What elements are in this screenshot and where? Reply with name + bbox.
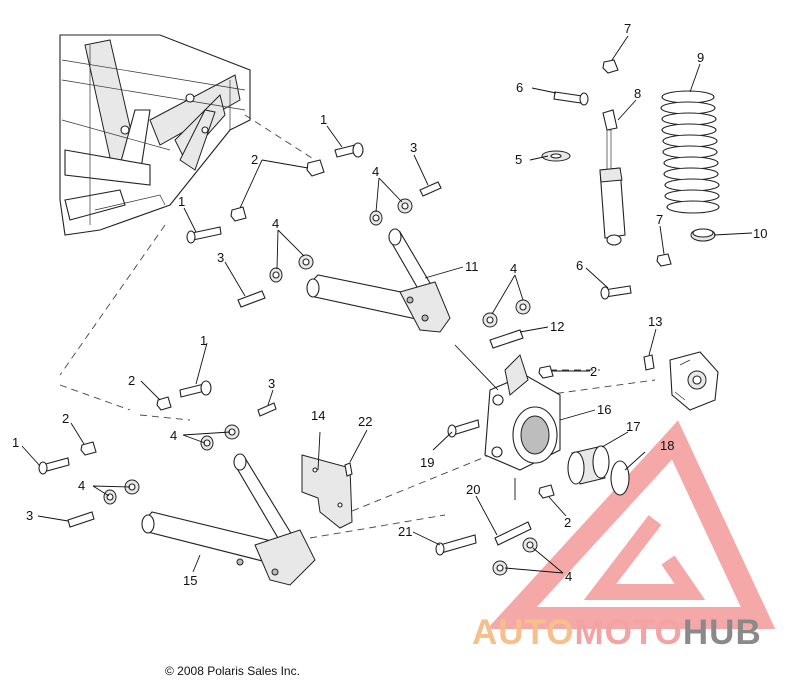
coil-spring <box>660 90 720 214</box>
callout-4-lower-left: 4 <box>170 428 177 443</box>
callout-7-top: 7 <box>624 21 631 36</box>
callout-15: 15 <box>183 573 197 588</box>
callout-16: 16 <box>597 402 611 417</box>
callout-10: 10 <box>753 226 767 241</box>
callout-19: 19 <box>420 455 434 470</box>
callout-2-mid: 2 <box>128 373 135 388</box>
watermark-moto: MOTO <box>574 613 683 652</box>
callout-1-top: 1 <box>320 112 327 127</box>
watermark-hub: HUB <box>682 613 762 652</box>
callout-2-top: 2 <box>251 152 258 167</box>
callout-6-top: 6 <box>516 80 523 95</box>
callout-1-mid: 1 <box>200 333 207 348</box>
callout-20: 20 <box>466 482 480 497</box>
guard-plate <box>301 454 353 529</box>
brake-caliper <box>669 351 719 411</box>
callout-8: 8 <box>634 86 641 101</box>
callout-18: 18 <box>660 438 674 453</box>
callout-12: 12 <box>550 319 564 334</box>
callout-21: 21 <box>398 524 412 539</box>
callout-2-far-left: 2 <box>62 411 69 426</box>
upper-a-arm <box>306 228 451 333</box>
lower-a-arm <box>141 453 316 586</box>
callout-4-left: 4 <box>272 216 279 231</box>
snap-ring <box>610 460 630 496</box>
copyright-notice: © 2008 Polaris Sales Inc. <box>165 664 300 678</box>
bearing <box>567 445 610 485</box>
callout-4-mid: 4 <box>510 261 517 276</box>
callout-17: 17 <box>626 419 640 434</box>
hardware <box>38 59 672 576</box>
watermark-auto: AUTO <box>472 613 575 652</box>
guide-lines <box>59 114 656 539</box>
callout-14: 14 <box>311 408 325 423</box>
callout-5: 5 <box>515 152 522 167</box>
callouts: 7 6 8 9 5 10 7 6 1 2 4 3 1 4 3 11 4 12 1… <box>12 21 767 588</box>
callout-4-far-left: 4 <box>78 478 85 493</box>
callout-3-mid: 3 <box>268 376 275 391</box>
callout-7-lower: 7 <box>656 212 663 227</box>
callout-11: 11 <box>465 259 479 274</box>
callout-6-lower: 6 <box>576 258 583 273</box>
callout-13: 13 <box>648 314 662 329</box>
callout-1-left: 1 <box>178 194 185 209</box>
callout-2-right: 2 <box>590 364 597 379</box>
watermark-text: AUTOMOTOHUB <box>472 613 762 653</box>
callout-3-left: 3 <box>217 250 224 265</box>
callout-2-lower: 2 <box>564 515 571 530</box>
spring-retainer-bottom <box>690 228 716 242</box>
callout-3-upper: 3 <box>410 140 417 155</box>
callout-9: 9 <box>697 50 704 65</box>
shock-absorber <box>599 109 626 246</box>
callout-4-bottom: 4 <box>565 569 572 584</box>
callout-22: 22 <box>358 414 372 429</box>
callout-4-upper: 4 <box>372 164 379 179</box>
callout-3-far-left: 3 <box>26 508 33 523</box>
bearing-carrier <box>454 344 561 471</box>
watermark-logo <box>487 420 776 629</box>
spring-retainer-top <box>541 150 571 162</box>
frame-assembly <box>59 34 251 236</box>
leader-lines <box>21 35 753 574</box>
callout-1-far-left: 1 <box>12 435 19 450</box>
